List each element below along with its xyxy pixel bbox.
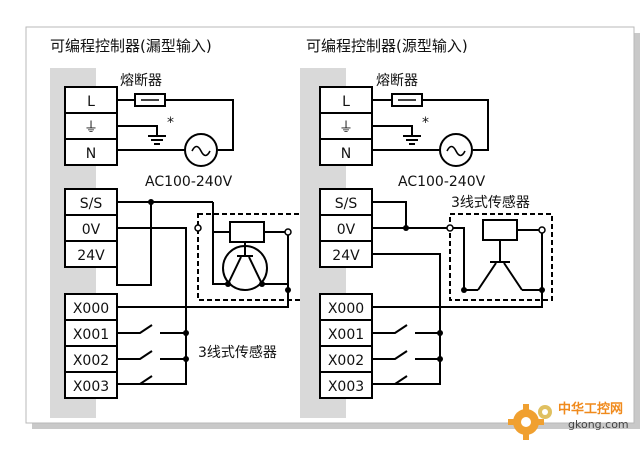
right-dc-wiring xyxy=(372,201,543,385)
right-terminal-l-label: L xyxy=(342,94,350,110)
left-terminal-0v-label: 0V xyxy=(82,222,101,238)
right-sensor-relay-icon xyxy=(482,219,518,241)
right-terminal-n-label: N xyxy=(341,146,351,162)
left-terminal-x003 xyxy=(64,371,118,399)
right-ac-wiring: * 熔断器 AC100-240V xyxy=(372,73,489,190)
small-gear-icon xyxy=(538,405,552,419)
right-ac-label: AC100-240V xyxy=(398,174,486,190)
right-power-block: L ⏚ N xyxy=(319,86,373,166)
left-terminal-n-label: N xyxy=(86,146,96,162)
left-terminal-ss xyxy=(64,188,118,216)
right-sensor-label: 3线式传感器 xyxy=(451,194,530,211)
right-terminal-ss-label: S/S xyxy=(335,196,358,212)
left-ac-wiring: * 熔断器 AC100-240V xyxy=(117,73,234,190)
watermark-logo: 中华工控网 gkong.com xyxy=(508,401,629,440)
right-terminal-x003-label: X003 xyxy=(328,379,364,395)
left-terminal-0v xyxy=(64,214,118,242)
right-fuse-label: 熔断器 xyxy=(376,73,418,89)
left-input-block: X000 X001 X002 X003 xyxy=(64,293,118,399)
left-sensor-label: 3线式传感器 xyxy=(198,344,277,361)
right-terminal-ground-label: ⏚ xyxy=(339,120,353,136)
right-sensor xyxy=(446,213,553,301)
left-ground-note: * xyxy=(167,115,174,131)
right-terminal-ss xyxy=(319,188,373,216)
right-panel-title: 可编程控制器(源型输入) xyxy=(306,37,468,55)
left-terminal-l xyxy=(64,86,118,114)
right-terminal-x001 xyxy=(319,319,373,347)
left-ac-label: AC100-240V xyxy=(145,174,233,190)
watermark-url: gkong.com xyxy=(568,418,629,431)
left-supply-block: S/S 0V 24V xyxy=(64,188,118,268)
right-ground-note: * xyxy=(422,115,429,131)
left-terminal-x000-label: X000 xyxy=(73,301,109,317)
gear-icon xyxy=(508,404,544,440)
right-supply-block: S/S 0V 24V xyxy=(319,188,373,268)
left-fuse-label: 熔断器 xyxy=(120,73,162,89)
left-terminal-l-label: L xyxy=(87,94,95,110)
left-sensor xyxy=(194,213,303,301)
right-terminal-x002-label: X002 xyxy=(328,353,364,369)
left-terminal-24v-label: 24V xyxy=(77,248,105,264)
left-terminal-24v xyxy=(64,240,118,268)
watermark-brand: 中华工控网 xyxy=(558,401,623,417)
left-terminal-ground-label: ⏚ xyxy=(84,120,98,136)
right-panel: 可编程控制器(源型输入) L ⏚ N S/S 0V 24V X000 X001 … xyxy=(300,37,553,418)
left-dc-wiring xyxy=(116,199,291,385)
right-input-block: X000 X001 X002 X003 xyxy=(319,293,373,399)
left-power-block: L ⏚ N xyxy=(64,86,118,166)
left-sensor-relay-icon xyxy=(229,221,265,243)
left-terminal-x001-label: X001 xyxy=(73,327,109,343)
right-terminal-x000-label: X000 xyxy=(328,301,364,317)
left-terminal-x003-label: X003 xyxy=(73,379,109,395)
right-terminal-n xyxy=(319,138,373,166)
right-terminal-l xyxy=(319,86,373,114)
right-terminal-x001-label: X001 xyxy=(328,327,364,343)
right-terminal-x000 xyxy=(319,293,373,321)
left-panel: 可编程控制器(漏型输入) L ⏚ N S/S 0V 24V X000 X xyxy=(50,37,303,418)
right-sensor-boundary xyxy=(449,213,553,301)
left-terminal-ss-label: S/S xyxy=(80,196,103,212)
right-terminal-0v-label: 0V xyxy=(337,222,356,238)
left-terminal-n xyxy=(64,138,118,166)
left-terminal-x002-label: X002 xyxy=(73,353,109,369)
right-terminal-24v-label: 24V xyxy=(332,248,360,264)
left-panel-title: 可编程控制器(漏型输入) xyxy=(50,37,212,55)
